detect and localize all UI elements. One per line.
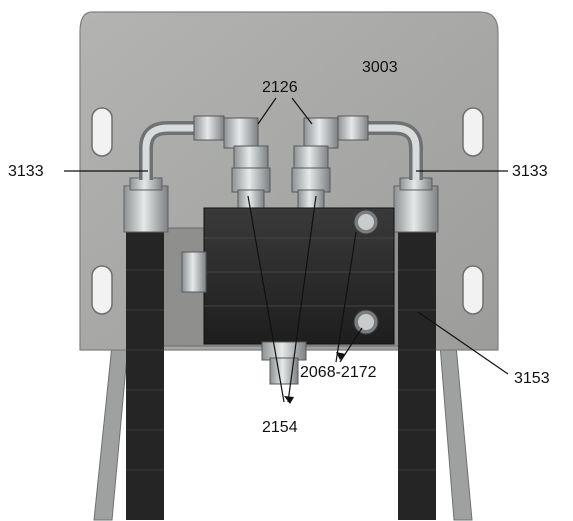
elbow-fittings <box>193 115 369 171</box>
label-elbow-fittings: 2126 <box>262 79 298 96</box>
label-nipples: 2154 <box>262 419 298 436</box>
label-pipe-left: 3133 <box>8 163 44 180</box>
bottom-port-fitting <box>261 341 307 385</box>
label-block: 3153 <box>514 370 550 387</box>
bent-pipes <box>139 121 423 180</box>
hose-fittings <box>123 177 439 233</box>
nipple-fittings <box>231 167 331 213</box>
side-nut <box>181 251 207 293</box>
label-bolts: 2068-2172 <box>300 364 377 381</box>
label-plate: 3003 <box>362 59 398 76</box>
label-pipe-right: 3133 <box>512 163 548 180</box>
leader-lines <box>64 97 509 404</box>
plate-slots <box>91 107 484 315</box>
hoses <box>126 228 436 520</box>
block-bolts <box>353 209 379 335</box>
